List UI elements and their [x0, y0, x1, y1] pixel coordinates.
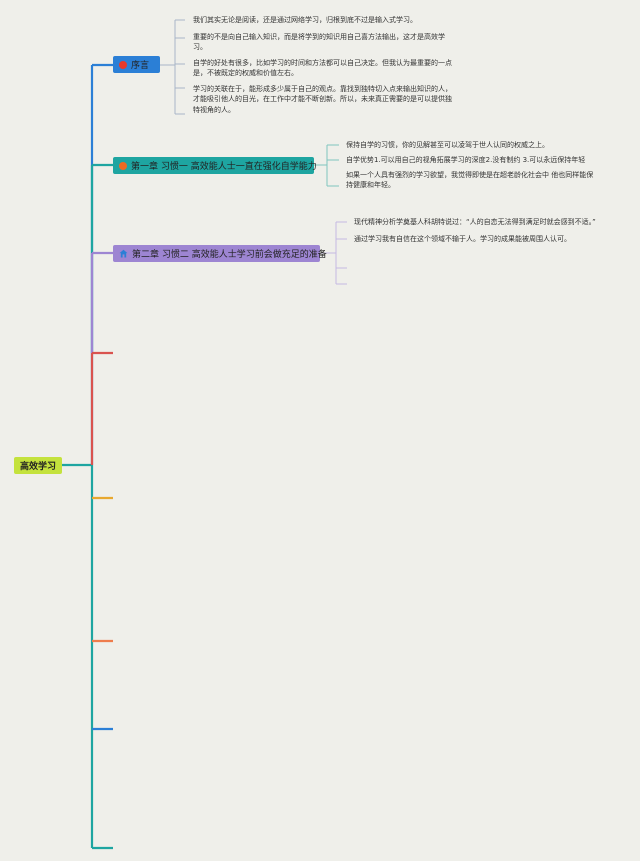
branch-3-leaf-ticks — [336, 221, 347, 285]
home-icon — [119, 249, 128, 258]
leaf-text: 现代精神分析学奠基人科胡特说过：“人的自恋无法得到满足时就会感到不适。” — [354, 218, 596, 226]
leaf-text: 自学的好处有很多，比如学习的时间和方法都可以自己决定。但我认为最重要的一点是，不… — [193, 59, 452, 78]
branch-1-leaf-ticks — [175, 19, 185, 115]
leaf-text: 如果一个人具有强烈的学习欲望，我觉得即使是在超老龄化社会中 他也同样能保持健康和… — [346, 171, 594, 190]
orange-circle-icon — [119, 161, 127, 170]
red-circle-icon — [119, 60, 127, 69]
branch-node-chapter-1[interactable]: 第一章 习惯一 高效能人士一直在强化自学能力 — [113, 157, 317, 174]
leaf-text: 通过学习我有自信在这个领域不输于人。学习的成果能被周围人认可。 — [354, 235, 571, 243]
leaf-text: 自学优势1.可以用自己的视角拓展学习的深度2.没有制约 3.可以永远保持年轻 — [346, 156, 586, 164]
branch-label: 第二章 习惯二 高效能人士学习前会做充足的准备 — [132, 250, 327, 260]
branch-label: 第一章 习惯一 高效能人士一直在强化自学能力 — [131, 162, 317, 172]
branch-label: 序言 — [131, 61, 150, 71]
leaf-text: 重要的不是向自己输入知识，而是将学到的知识用自己喜方法输出，这才是高效学习。 — [193, 33, 445, 52]
branch-2-bracket — [314, 145, 328, 186]
root-node[interactable]: 高效学习 — [14, 457, 62, 474]
leaf-text: 我们其实无论是阅读，还是通过网络学习，归根到底不过是输入式学习。 — [193, 16, 417, 24]
leaf-text: 保持自学的习惯，你的见解甚至可以凌驾于世人认同的权威之上。 — [346, 141, 549, 149]
branch-3-bracket — [320, 222, 337, 284]
branch-2-leaf-ticks — [327, 144, 339, 187]
branch-node-preface[interactable]: 序言 — [113, 56, 160, 73]
branch-1-bracket — [160, 20, 176, 114]
branch-node-chapter-2[interactable]: 第二章 习惯二 高效能人士学习前会做充足的准备 — [113, 245, 327, 262]
leaf-text: 学习的关联在于，能形成多少属于自己的观点。靠找到独特切入点来输出知识的人，才能吸… — [193, 85, 452, 114]
root-label: 高效学习 — [19, 462, 56, 472]
